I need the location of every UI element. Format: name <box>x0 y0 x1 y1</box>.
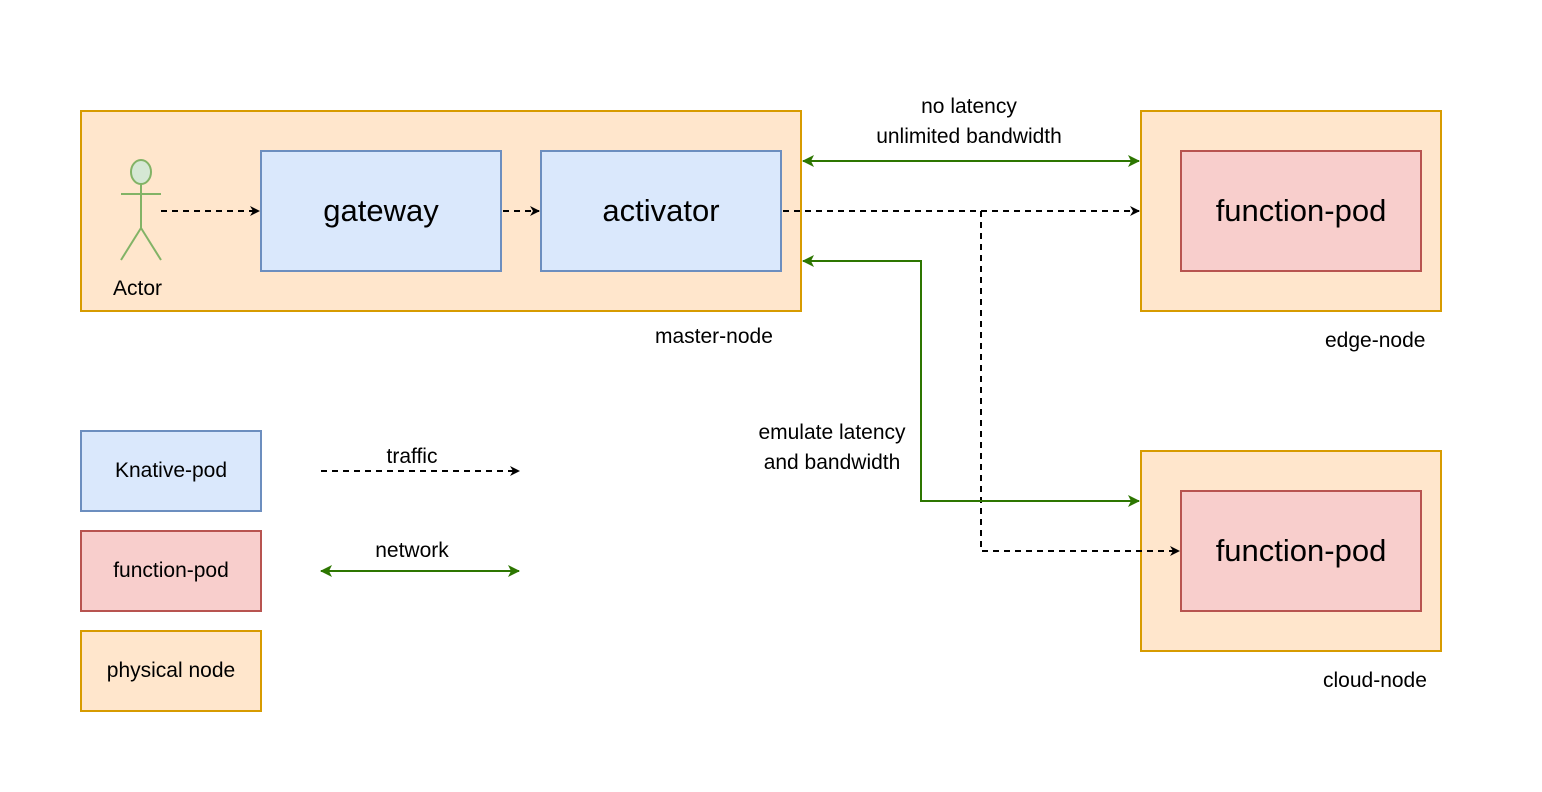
legend-traffic-label: traffic <box>386 445 438 468</box>
legend-knative-pod-box: Knative-pod <box>80 430 262 512</box>
legend-physical-node-label: physical node <box>106 659 236 682</box>
activator-box: activator <box>540 150 782 272</box>
gateway-box: gateway <box>260 150 502 272</box>
edge-function-pod-label: function-pod <box>1215 193 1387 228</box>
actor-icon <box>120 159 162 261</box>
network-master-cloud <box>802 255 1140 507</box>
activator-label: activator <box>602 193 720 228</box>
edge-function-pod-box: function-pod <box>1180 150 1422 272</box>
legend-network-label: network <box>375 539 449 562</box>
edge-node-label: edge-node <box>1325 329 1426 352</box>
master-node-label: master-node <box>655 325 773 348</box>
cloud-node-label: cloud-node <box>1323 669 1427 692</box>
edge-link-label-line1: no latency <box>921 95 1017 118</box>
cloud-link-label-line1: emulate latency <box>758 421 906 444</box>
cloud-link-label-line2: and bandwidth <box>763 451 901 474</box>
legend-knative-pod-label: Knative-pod <box>114 459 228 482</box>
legend-function-pod-label: function-pod <box>113 559 229 582</box>
edge-link-label-line2: unlimited bandwidth <box>876 125 1062 148</box>
legend-function-pod-box: function-pod <box>80 530 262 612</box>
actor-label: Actor <box>113 277 163 300</box>
cloud-function-pod-label: function-pod <box>1215 533 1387 568</box>
legend-physical-node-box: physical node <box>80 630 262 712</box>
cloud-function-pod-box: function-pod <box>1180 490 1422 612</box>
gateway-label: gateway <box>323 193 439 228</box>
